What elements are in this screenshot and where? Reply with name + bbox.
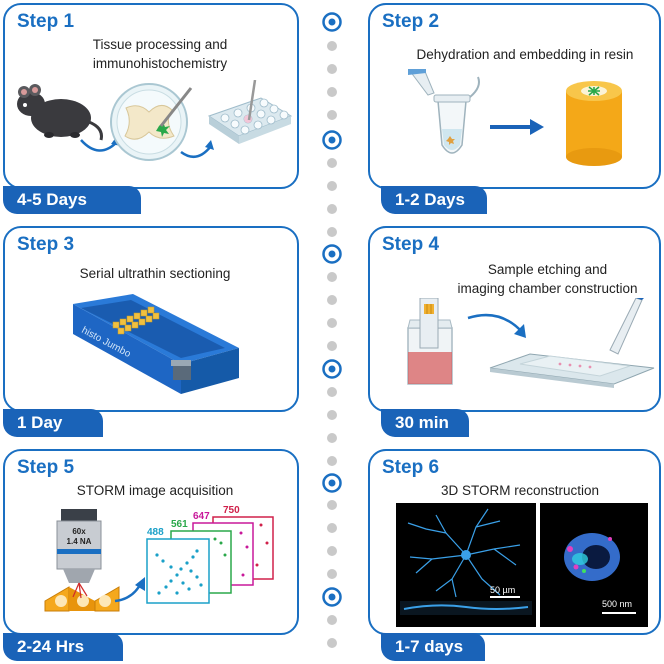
step-1-duration: 4-5 Days	[3, 186, 141, 214]
step-1-title: Step 1	[17, 11, 75, 32]
svg-text:50 µm: 50 µm	[490, 585, 515, 595]
step-1-description: Tissue processing and immunohistochemist…	[92, 37, 228, 71]
step-2-duration: 1-2 Days	[381, 186, 487, 214]
svg-text:561: 561	[171, 519, 188, 530]
step-4-description: Sample etching and imaging chamber const…	[457, 262, 638, 296]
timeline	[322, 12, 342, 648]
objective-lens-icon: 60x 1.4 NA	[56, 509, 102, 583]
step-6-duration: 1-7 days	[381, 633, 485, 661]
step-1-card: Step 1 Tissue processing and immunohisto…	[3, 3, 299, 189]
step-6-card: Step 6 3D STORM reconstruction 50 µm 500…	[368, 449, 661, 635]
step-2-illustration	[408, 69, 622, 166]
knife-boat-icon: histo Jumbo	[73, 294, 239, 394]
step-6-title: Step 6	[382, 457, 440, 478]
synapse-reconstruction-panel: 500 nm	[540, 503, 648, 627]
step-4-illustration	[407, 298, 655, 388]
step-2-card: Step 2 Dehydration and embedding in resi…	[368, 3, 661, 189]
svg-text:750: 750	[223, 505, 240, 516]
svg-text:60x: 60x	[72, 527, 86, 536]
step-1-illustration	[17, 80, 293, 161]
well-plate-icon	[207, 80, 293, 144]
timeline-markers	[322, 12, 342, 607]
timeline-dots	[327, 41, 337, 648]
svg-text:488: 488	[147, 527, 164, 538]
step-2-description: Dehydration and embedding in resin	[416, 47, 634, 62]
tube-icon	[408, 69, 480, 154]
channel-frames: 488 561 647 750	[146, 505, 274, 604]
step-5-duration: 2-24 Hrs	[3, 633, 123, 661]
etching-vial-icon	[407, 298, 453, 385]
step-4-card: Step 4 Sample etching and imaging chambe…	[368, 226, 661, 412]
step-5-description: STORM image acquisition	[76, 483, 234, 498]
svg-text:500 nm: 500 nm	[602, 599, 632, 609]
svg-text:1.4 NA: 1.4 NA	[67, 537, 92, 546]
svg-text:647: 647	[193, 511, 210, 522]
petri-dish-icon	[110, 83, 193, 161]
mouse-icon	[17, 84, 103, 141]
step-5-illustration: 60x 1.4 NA	[44, 505, 274, 612]
step-4-duration: 30 min	[381, 409, 469, 437]
step-3-description: Serial ultrathin sectioning	[79, 266, 231, 281]
neuron-reconstruction-panel: 50 µm	[396, 503, 536, 627]
step-3-duration: 1 Day	[3, 409, 103, 437]
resin-block-icon	[566, 81, 622, 166]
step-3-card: Step 3 Serial ultrathin sectioning histo…	[3, 226, 299, 412]
step-5-title: Step 5	[17, 457, 75, 478]
step-4-title: Step 4	[382, 234, 440, 255]
imaging-chamber-icon	[489, 298, 655, 388]
sample-slices-icon	[44, 582, 120, 612]
step-5-card: Step 5 STORM image acquisition 60x 1.4 N…	[3, 449, 299, 635]
step-6-description: 3D STORM reconstruction	[440, 483, 600, 498]
step-2-title: Step 2	[382, 11, 440, 32]
step-3-illustration: histo Jumbo	[73, 294, 239, 394]
step-3-title: Step 3	[17, 234, 75, 255]
